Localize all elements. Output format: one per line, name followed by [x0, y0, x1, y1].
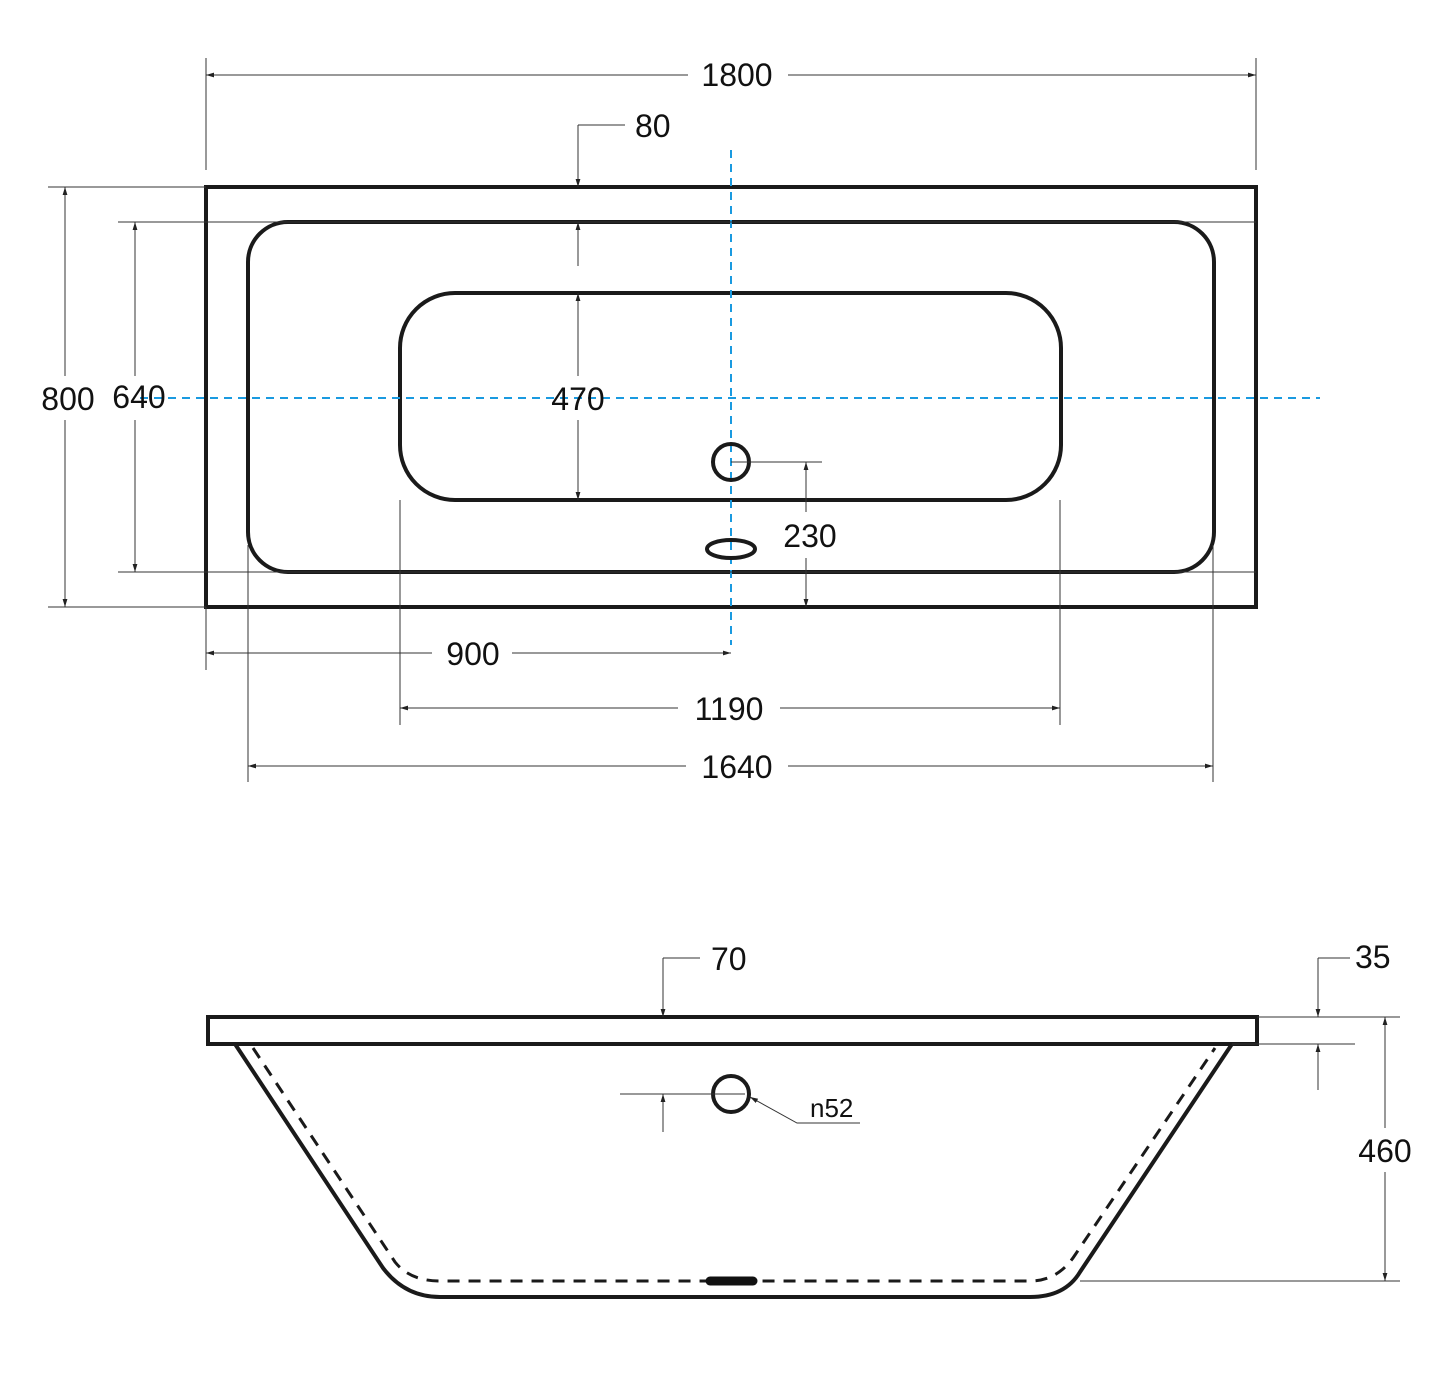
dim-overall-width: 800 — [41, 381, 94, 417]
extension-lines — [48, 58, 1257, 782]
dim-rim-width: 80 — [635, 108, 671, 144]
dim-overflow-diameter: n52 — [810, 1093, 853, 1123]
side-view: 70 35 n52 460 — [206, 939, 1412, 1299]
dim-total-height: 460 — [1358, 1133, 1411, 1169]
dim-lip-height: 35 — [1355, 939, 1391, 975]
top-view: 1800 80 800 640 470 230 900 1190 1640 — [41, 57, 1320, 785]
tub-inner-dashed — [251, 1047, 1217, 1283]
rim-profile — [206, 1015, 1259, 1046]
side-dimension-lines — [620, 957, 1400, 1282]
outer-rim — [204, 185, 1258, 609]
dim-rim-thickness: 70 — [711, 941, 747, 977]
dim-inner-width: 640 — [112, 379, 165, 415]
dim-inner-length: 1640 — [701, 749, 772, 785]
dim-drain-position: 900 — [446, 636, 499, 672]
dim-overflow-to-edge: 230 — [783, 518, 836, 554]
dim-basin-width: 470 — [551, 381, 604, 417]
dim-basin-length: 1190 — [695, 691, 764, 727]
dim-overall-length: 1800 — [701, 57, 772, 93]
drain-hole — [705, 538, 757, 560]
tub-body-outline — [233, 1042, 1234, 1299]
dimension-lines — [62, 72, 1256, 769]
